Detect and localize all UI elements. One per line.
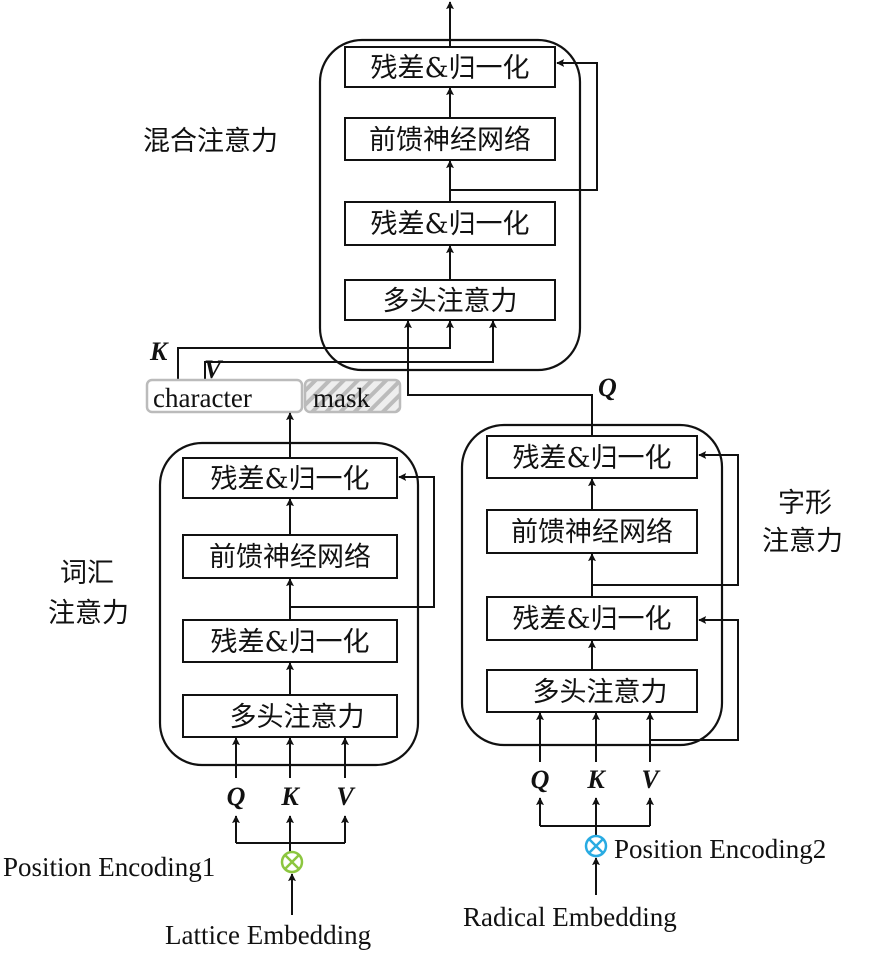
fusion-block-label: 混合注意力 [143, 126, 278, 157]
radical-add-norm-1-label: 残差&归一化 [512, 604, 671, 635]
lexical-attention-block: 残差&归一化 前馈神经网络 残差&归一化 多头注意力 词汇 注意力 Q K V … [3, 412, 435, 950]
lexical-label-2: 注意力 [48, 598, 129, 629]
lexical-add-norm-1 [182, 619, 398, 663]
v-connection [204, 320, 497, 381]
mask-label: mask [313, 383, 370, 413]
fusion-mha-label: 多头注意力 [383, 286, 518, 317]
fusion-mha [344, 279, 556, 321]
radical-v-label: V [641, 765, 661, 794]
lexical-v-label: V [336, 782, 356, 811]
lexical-k-label: K [280, 782, 300, 811]
character-label: character [153, 383, 252, 413]
fusion-ffn [344, 117, 556, 161]
radical-add-norm-1 [486, 596, 698, 641]
fusion-residual [450, 59, 598, 191]
radical-add-norm-2 [486, 435, 698, 479]
radical-label-1: 字形 [778, 488, 832, 519]
radical-ffn [486, 509, 698, 554]
lexical-label-1: 词汇 [60, 558, 114, 589]
combine-icon [280, 850, 304, 874]
fusion-add-norm-1 [344, 201, 556, 246]
lexical-q-label: Q [227, 782, 246, 811]
radical-attention-block: 残差&归一化 前馈神经网络 残差&归一化 多头注意力 字形 注意力 Q K V … [460, 423, 843, 932]
k-connection [177, 320, 454, 381]
lattice-embedding-label: Lattice Embedding [165, 920, 371, 950]
q-label: Q [598, 373, 617, 402]
fusion-attention-block: 残差&归一化 前馈神经网络 残差&归一化 多头注意力 混合注意力 [143, 1, 598, 372]
radical-ffn-label: 前馈神经网络 [511, 517, 673, 548]
lexical-add-norm-1-label: 残差&归一化 [210, 627, 369, 658]
lexical-add-norm-2 [182, 457, 398, 499]
lexical-add-norm-2-label: 残差&归一化 [210, 464, 369, 495]
fusion-ffn-label: 前馈神经网络 [369, 125, 531, 156]
v-label: V [204, 355, 224, 384]
radical-residual-1 [650, 616, 739, 741]
k-label: K [149, 337, 169, 366]
radical-embedding-label: Radical Embedding [463, 902, 677, 932]
mask-token [303, 378, 402, 414]
radical-residual-2 [592, 451, 739, 586]
lexical-ffn [182, 534, 398, 579]
fusion-add-norm-1-label: 残差&归一化 [370, 209, 529, 240]
position-encoding-2-label: Position Encoding2 [614, 834, 826, 864]
lexical-mha [182, 694, 398, 738]
q-connection [404, 320, 593, 436]
radical-k-label: K [586, 765, 606, 794]
lexical-ffn-label: 前馈神经网络 [209, 542, 371, 573]
combine-icon [584, 834, 608, 858]
fusion-add-norm-2 [344, 46, 556, 88]
position-encoding-1-label: Position Encoding1 [3, 852, 215, 882]
fusion-add-norm-2-label: 残差&归一化 [370, 53, 529, 84]
radical-mha-label: 多头注意力 [533, 677, 668, 708]
radical-q-label: Q [531, 765, 550, 794]
character-token [145, 378, 304, 414]
radical-label-2: 注意力 [762, 526, 843, 557]
lexical-mha-label: 多头注意力 [230, 702, 365, 733]
radical-add-norm-2-label: 残差&归一化 [512, 443, 671, 474]
lexical-residual [290, 473, 435, 608]
